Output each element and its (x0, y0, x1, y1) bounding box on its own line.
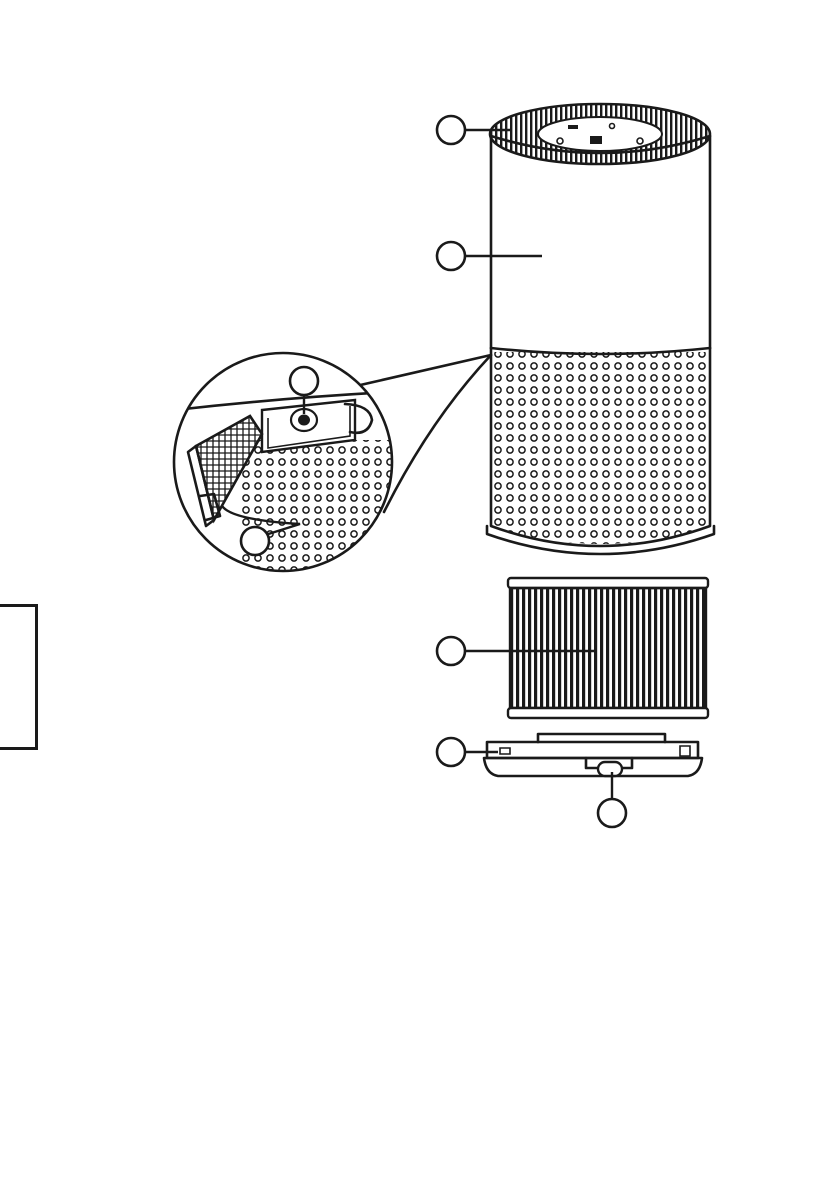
top-control-panel (538, 117, 662, 151)
base-lock-slider (598, 762, 622, 776)
main-filter-group (508, 578, 708, 718)
callout-control-panel (437, 116, 465, 144)
callout-secondary-filter (241, 527, 269, 555)
filter-top-cap (508, 578, 708, 588)
zoom-connector-curve (384, 355, 491, 512)
base-top-rim (487, 742, 698, 758)
base-clips (500, 746, 690, 756)
zoom-detail (170, 350, 491, 580)
upper-housing (491, 136, 710, 348)
button-center (298, 415, 310, 426)
perforated-section (491, 352, 710, 552)
purifier-body (487, 104, 714, 554)
zoom-connector-line (356, 355, 491, 386)
panel-button-mark (568, 125, 578, 129)
callout-base (437, 738, 465, 766)
filter-bottom-cap (508, 708, 708, 718)
cylindrical-main-filter (510, 588, 706, 708)
base-group (484, 734, 702, 776)
callout-housing (437, 242, 465, 270)
callout-base-lock (598, 799, 626, 827)
callout-main-filter (437, 637, 465, 665)
callout-button (290, 367, 318, 395)
display-icon (590, 136, 602, 144)
